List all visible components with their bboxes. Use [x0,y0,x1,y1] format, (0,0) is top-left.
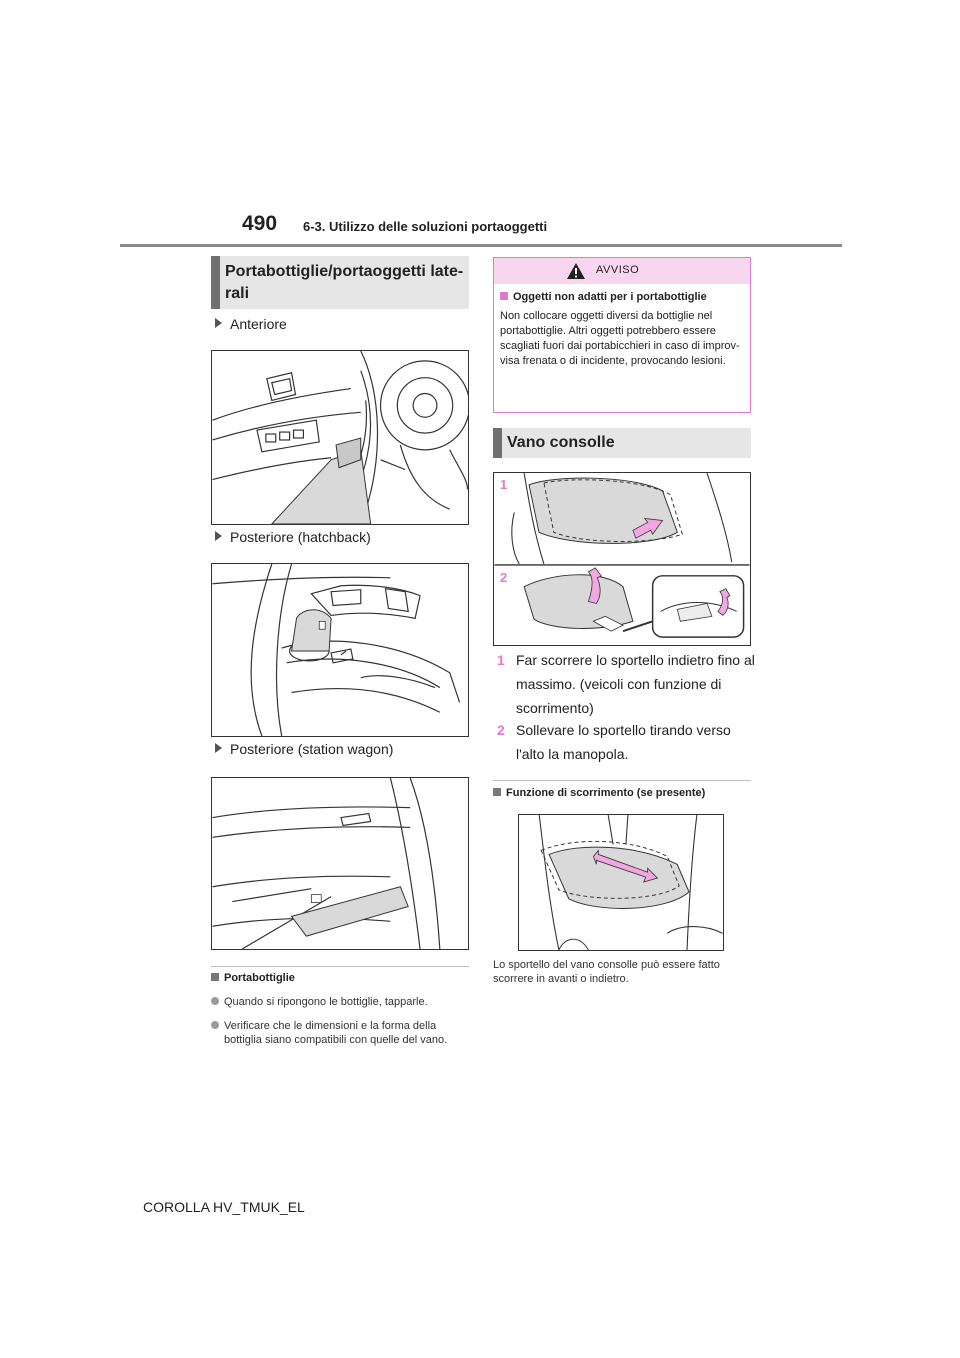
section-title-text: Vano consolle [507,434,615,451]
figure-step-label: 1 [500,477,508,492]
step-text: Far scorrere lo sportello indietro fino … [516,652,755,716]
figure-step-label: 2 [500,570,508,585]
page-number: 490 [242,212,278,235]
section-title-portabottiglie: Portabottiglie/portaoggetti late-rali [211,256,469,309]
step-item: 1 Far scorrere lo sportello indietro fin… [497,648,757,720]
bullet-text: Verificare che le dimensioni e la forma … [224,1020,448,1046]
figure-front-door-bottle-holder [211,350,469,525]
circle-bullet-icon [211,1021,219,1029]
figure-heading-text: Posteriore (hatchback) [230,529,371,545]
figure-rear-hatchback-bottle-holder [211,563,469,737]
bullet-item: Verificare che le dimensioni e la forma … [211,1019,469,1047]
figure-heading-rear-hatchback: Posteriore (hatchback) [215,529,371,545]
warning-item-text: Oggetti non adatti per i portabottiglie [513,291,707,303]
warning-label: AVVISO [596,264,640,276]
warning-body: Non collocare oggetti diversi da bottigl… [500,310,740,367]
figure-heading-text: Anteriore [230,316,287,332]
figure-rear-station-wagon-bottle-holder [211,777,469,950]
figure-heading-front: Anteriore [215,316,287,332]
note-title-portabottiglie: Portabottiglie [211,972,295,984]
step-text: Sollevare lo sportello tirando verso l'a… [516,722,731,762]
figure-console-slide [518,814,724,951]
title-bar [211,256,220,309]
section-divider [493,780,751,781]
section-divider [211,966,469,967]
rear-station-wagon-illustration [212,778,441,949]
figure-heading-rear-station-wagon: Posteriore (station wagon) [215,741,393,757]
square-bullet-icon [500,292,508,300]
rear-hatchback-illustration [212,564,461,736]
warning-header: AVVISO [494,258,750,284]
footer-model: COROLLA HV_TMUK_EL [143,1199,305,1215]
note-title-text: Funzione di scorrimento (se presente) [506,787,706,799]
section-title-vano-consolle: Vano consolle [493,428,751,458]
note-title-scorrimento: Funzione di scorrimento (se presente) [493,787,705,799]
square-bullet-icon [493,788,501,796]
warning-box: AVVISO Oggetti non adatti per i portabot… [493,257,751,413]
step-item: 2 Sollevare lo sportello tirando verso l… [497,718,757,766]
note-title-text: Portabottiglie [224,972,295,984]
step-number: 1 [497,652,505,668]
triangle-bullet-icon [215,531,222,541]
front-door-illustration [212,351,468,524]
figure-caption: Lo sportello del vano consolle può esser… [493,959,720,985]
warning-item-title: Oggetti non adatti per i portabottiglie [500,291,707,303]
circle-bullet-icon [211,997,219,1005]
step-number: 2 [497,722,505,738]
warning-triangle-icon [567,263,585,279]
console-slide-illustration [538,815,723,950]
figure-console-box-steps: 1 2 [493,472,751,646]
triangle-bullet-icon [215,318,222,328]
console-box-illustration [494,473,750,638]
title-bar [493,428,502,458]
section-header: 6-3. Utilizzo delle soluzioni portaogget… [303,219,548,234]
header-rule [120,244,842,247]
square-bullet-icon [211,973,219,981]
section-title-text: Portabottiglie/portaoggetti late-rali [225,263,464,302]
figure-heading-text: Posteriore (station wagon) [230,741,394,757]
bullet-item: Quando si ripongono le bottiglie, tappar… [211,995,469,1009]
bullet-text: Quando si ripongono le bottiglie, tappar… [224,996,428,1008]
triangle-bullet-icon [215,743,222,753]
